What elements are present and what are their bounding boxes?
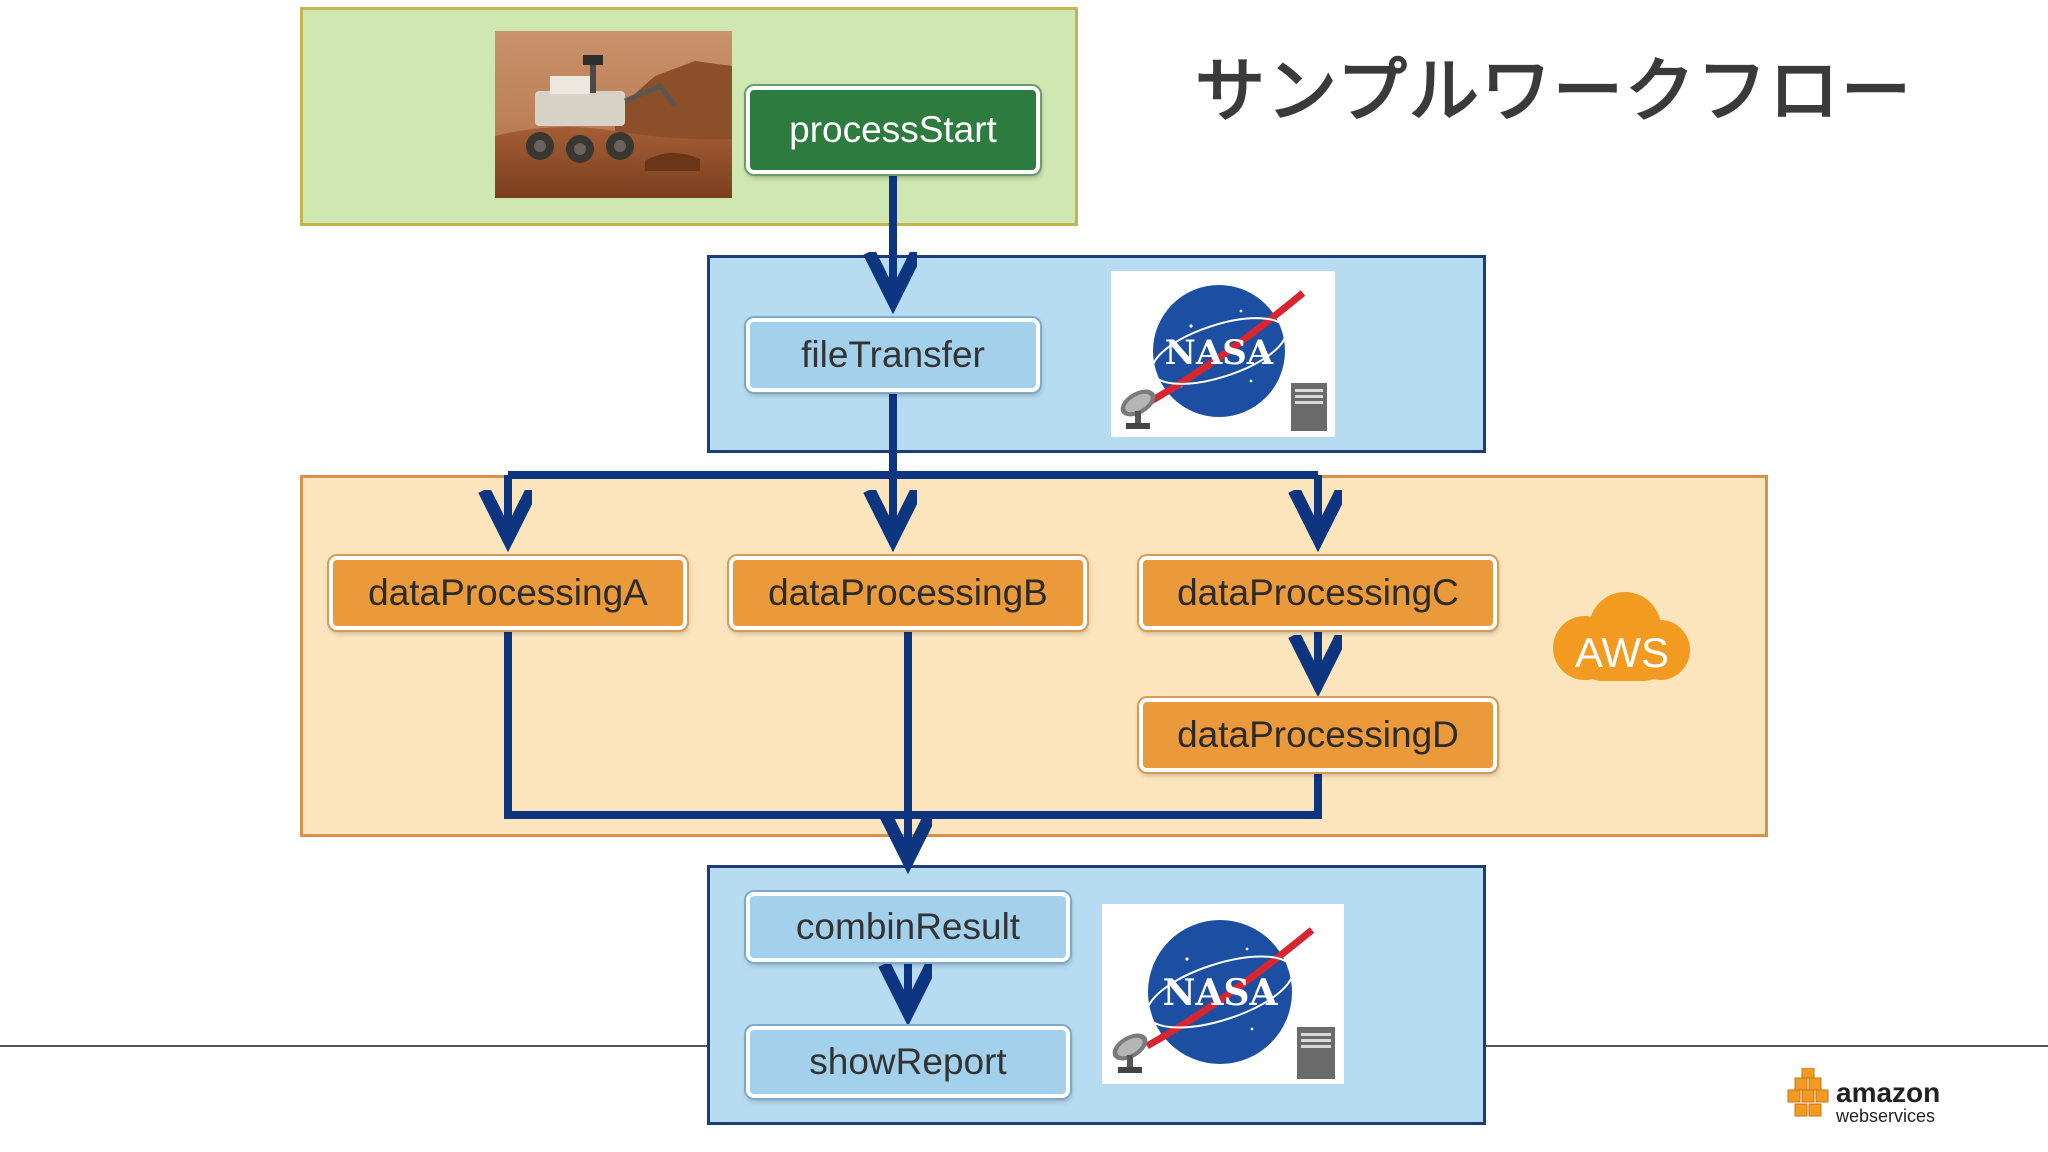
data-processing-d-node[interactable]: dataProcessingD [1139, 698, 1497, 772]
data-processing-b-node[interactable]: dataProcessingB [729, 556, 1087, 630]
slide-title: サンプルワークフロー [1195, 50, 1913, 132]
data-processing-c-node[interactable]: dataProcessingC [1139, 556, 1497, 630]
nasa-logo-top-text: NASA [1165, 333, 1274, 373]
amazon-logo-text: amazon [1836, 1077, 1940, 1108]
satellite-dish-icon [1116, 383, 1161, 433]
nasa-logo-bottom: NASA [1102, 904, 1344, 1084]
connector-d-join [908, 772, 1322, 819]
amazon-web-services-logo: amazon webservices [1786, 1067, 1956, 1128]
nasa-logo-bottom-text: NASA [1163, 972, 1279, 1014]
aws-cloud-label: AWS [1575, 629, 1669, 676]
connector-a-join [504, 630, 908, 819]
aws-cubes-icon: amazon webservices [1787, 1067, 1940, 1126]
data-processing-a-node[interactable]: dataProcessingA [329, 556, 687, 630]
satellite-dish-icon [1108, 1027, 1153, 1079]
aws-cloud-icon: AWS [1545, 590, 1695, 686]
show-report-node[interactable]: showReport [746, 1026, 1070, 1098]
server-icon [1289, 381, 1329, 433]
file-transfer-node[interactable]: fileTransfer [746, 318, 1040, 392]
server-icon [1295, 1025, 1337, 1081]
combin-result-node[interactable]: combinResult [746, 892, 1070, 962]
aws-processing-region [300, 475, 1768, 837]
webservices-logo-text: webservices [1835, 1106, 1935, 1126]
mars-rover-photo [495, 31, 732, 198]
process-start-node[interactable]: processStart [746, 86, 1040, 174]
